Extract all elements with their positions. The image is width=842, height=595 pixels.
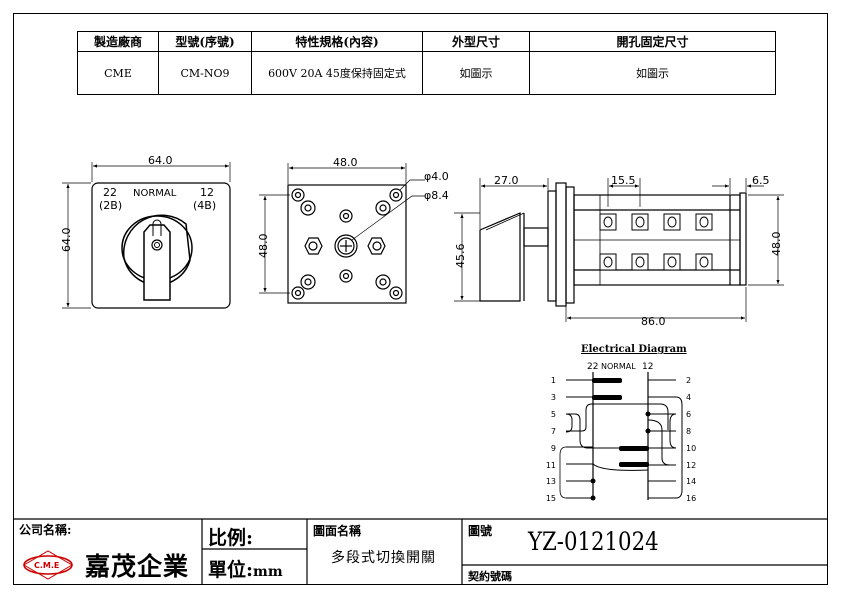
terminal-screw — [635, 216, 645, 228]
front-height-dim: 64.0 — [60, 228, 73, 253]
front-view — [62, 162, 231, 309]
company-logo: C.M.E — [23, 550, 73, 580]
cell-hole: 如圖示 — [529, 51, 776, 95]
title-block-grid — [13, 518, 828, 585]
header-hole: 開孔固定尺寸 — [529, 31, 776, 52]
title-block: 公司名稱: 嘉茂企業 比例: 單位:mm 圖面名稱 多段式切換開關 圖號 YZ-… — [13, 519, 828, 585]
back-height-dim: 48.0 — [257, 234, 270, 259]
drawing-no: YZ-0121024 — [528, 527, 659, 556]
right-terminal-label: 12 — [686, 461, 696, 470]
drawing-no-label: 圖號 — [468, 524, 493, 538]
side-knob-dim: 27.0 — [494, 174, 519, 187]
diagram-wiring — [559, 379, 683, 499]
drawing-name-label: 圖面名稱 — [313, 524, 362, 538]
drawing-frame — [13, 13, 828, 585]
terminal-screw — [603, 216, 613, 228]
left-terminal-label: 7 — [551, 427, 556, 436]
terminal-screw — [603, 256, 613, 268]
front-label-right-num: 12 — [200, 186, 214, 199]
hole-small-dim: φ4.0 — [424, 170, 449, 183]
side-end-dim: 6.5 — [752, 174, 770, 187]
terminal-screw — [699, 216, 709, 228]
front-label-left-num: 22 — [103, 186, 117, 199]
terminal-screw — [635, 256, 645, 268]
back-width-dim: 48.0 — [333, 156, 358, 169]
left-terminal-label: 5 — [551, 410, 556, 419]
unit-label: 單位:mm — [208, 555, 283, 582]
side-height-dim: 48.0 — [770, 232, 783, 257]
unit-label-text: 單位: — [208, 559, 254, 581]
cell-spec: 600V 20A 45度保持固定式 — [251, 51, 423, 95]
contract-label: 契約號碼 — [468, 570, 512, 583]
front-label-center: NORMAL — [133, 188, 177, 199]
cell-model: CM-NO9 — [158, 51, 252, 95]
right-terminal-label: 16 — [686, 494, 696, 503]
terminal-screw — [699, 256, 709, 268]
electrical-diagram-title: Electrical Diagram — [581, 344, 687, 355]
side-dims — [454, 178, 784, 322]
back-view — [259, 163, 425, 304]
scale-label: 比例: — [208, 527, 254, 549]
cell-maker: CME — [77, 51, 159, 95]
side-knob-height-dim: 45.6 — [454, 244, 467, 269]
unit-value: mm — [253, 564, 283, 580]
right-terminal-label: 6 — [686, 410, 691, 419]
right-terminal-label: 4 — [686, 393, 691, 402]
right-terminal-label: 14 — [686, 477, 696, 486]
terminal-screw — [667, 256, 677, 268]
left-terminal-label: 3 — [551, 393, 556, 402]
diagram-header-left: 22 — [587, 362, 598, 372]
company-name: 嘉茂企業 — [85, 552, 190, 581]
company-label: 公司名稱: — [19, 523, 72, 537]
spec-table: 製造廠商 型號(序號) 特性規格(內容) 外型尺寸 開孔固定尺寸 CME CM-… — [77, 31, 776, 95]
left-terminal-label: 15 — [546, 494, 556, 503]
left-terminal-label: 13 — [546, 477, 556, 486]
front-label-right-sub: (4B) — [193, 199, 216, 212]
diagram-contacts — [590, 378, 651, 501]
logo-text: C.M.E — [34, 561, 59, 570]
left-terminal-label: 9 — [551, 444, 556, 453]
header-model: 型號(序號) — [158, 31, 252, 52]
cell-size: 如圖示 — [422, 51, 530, 95]
right-terminal-label: 8 — [686, 427, 691, 436]
left-terminal-label: 1 — [551, 376, 556, 385]
side-terminals — [599, 213, 713, 271]
left-terminal-label: 11 — [546, 461, 556, 470]
drawing-name: 多段式切換開關 — [331, 550, 436, 566]
right-terminal-label: 2 — [686, 376, 691, 385]
knob-handle — [143, 224, 171, 301]
side-length-dim: 86.0 — [641, 315, 666, 328]
terminal-screw — [667, 216, 677, 228]
side-view — [479, 182, 747, 307]
diagram-header-right: 12 — [642, 362, 653, 372]
side-pitch-dim: 15.5 — [611, 174, 636, 187]
right-terminal-label: 10 — [686, 444, 696, 453]
hole-large-dim: φ8.4 — [424, 189, 449, 202]
front-label-left-sub: (2B) — [99, 199, 122, 212]
diagram-header-center: NORMAL — [601, 362, 636, 371]
front-width-dim: 64.0 — [148, 154, 173, 167]
